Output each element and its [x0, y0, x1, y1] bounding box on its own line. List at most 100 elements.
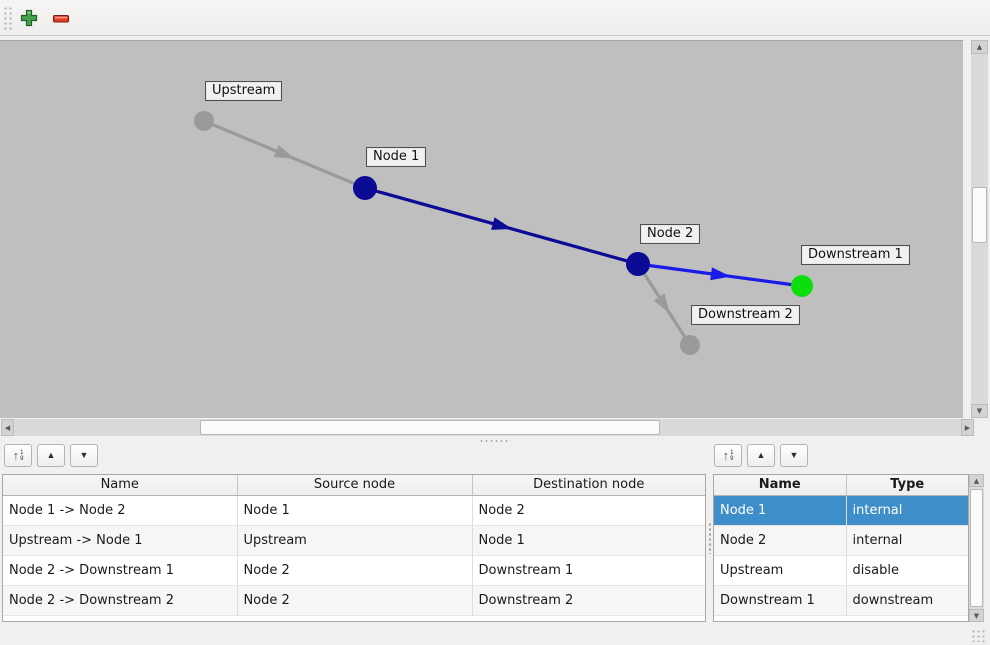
sort-digit-bottom: 9 — [730, 455, 734, 462]
main-toolbar — [0, 0, 990, 36]
table-cell: Downstream 2 — [472, 585, 705, 616]
arrow-down-icon: ▼ — [976, 407, 983, 415]
move-up-icon: ▲ — [46, 450, 56, 460]
toolbar-drag-handle[interactable] — [3, 6, 12, 31]
table-cell: Node 2 — [472, 495, 705, 526]
scroll-up-button[interactable]: ▲ — [971, 40, 988, 54]
sort-ascending-icon: ↑ — [722, 448, 730, 463]
edge-arrow-icon — [491, 217, 513, 230]
remove-button[interactable] — [47, 5, 75, 31]
edge-arrow-icon — [653, 293, 670, 314]
table-cell: Node 2 — [237, 555, 473, 586]
scrollbar-thumb[interactable] — [970, 489, 983, 607]
canvas-vertical-scrollbar[interactable]: ▲ ▼ — [971, 40, 988, 418]
nodes-move-down-button[interactable]: ▼ — [780, 444, 808, 467]
horizontal-splitter[interactable] — [0, 437, 990, 444]
nodes-sort-button[interactable]: ↑ 1 9 — [714, 444, 742, 467]
arrow-up-icon: ▲ — [976, 43, 983, 51]
edges-move-up-button[interactable]: ▲ — [37, 444, 65, 467]
graph-node[interactable] — [791, 275, 813, 297]
column-header[interactable]: Destination node — [472, 475, 705, 496]
table-cell: Node 1 — [237, 495, 473, 526]
add-button[interactable] — [15, 5, 43, 31]
node-label[interactable]: Upstream — [205, 81, 283, 101]
scroll-left-button[interactable]: ◀ — [1, 419, 14, 436]
vertical-splitter[interactable] — [706, 474, 713, 622]
move-down-icon: ▼ — [79, 450, 89, 460]
scroll-down-button[interactable]: ▼ — [969, 609, 984, 622]
move-up-icon: ▲ — [756, 450, 766, 460]
edges-sort-button[interactable]: ↑ 1 9 — [4, 444, 32, 467]
table-cell: Downstream 1 — [714, 585, 847, 616]
column-header[interactable]: Type — [846, 475, 968, 496]
canvas-horizontal-scrollbar[interactable]: ◀ ▶ — [1, 419, 974, 436]
edge-arrow-icon — [710, 267, 731, 281]
plus-icon — [20, 9, 38, 27]
table-cell: Node 2 — [237, 585, 473, 616]
arrow-down-icon: ▼ — [973, 611, 980, 620]
arrow-up-icon: ▲ — [973, 476, 980, 485]
table-cell: Node 2 — [714, 525, 847, 556]
sort-digits: 1 9 — [20, 450, 23, 462]
node-label[interactable]: Node 1 — [366, 147, 427, 167]
table-cell: internal — [846, 525, 968, 556]
nodes-move-up-button[interactable]: ▲ — [747, 444, 775, 467]
table-cell: Node 1 — [472, 525, 705, 556]
table-cell: Node 2 -> Downstream 2 — [3, 585, 238, 616]
arrow-left-icon: ◀ — [4, 423, 11, 432]
minus-icon — [52, 14, 70, 23]
node-label[interactable]: Downstream 2 — [691, 305, 800, 325]
scrollbar-thumb[interactable] — [200, 420, 660, 435]
nodes-table-scrollbar[interactable]: ▲ ▼ — [969, 474, 984, 622]
sort-digit-bottom: 9 — [20, 455, 24, 462]
column-header[interactable]: Source node — [237, 475, 473, 496]
graph-node[interactable] — [353, 176, 377, 200]
column-header[interactable]: Name — [3, 475, 238, 496]
table-cell: disable — [846, 555, 968, 586]
graph-node[interactable] — [194, 111, 214, 131]
column-header[interactable]: Name — [714, 475, 847, 496]
graph-node[interactable] — [680, 335, 700, 355]
sort-ascending-icon: ↑ — [12, 448, 20, 463]
table-cell: downstream — [846, 585, 968, 616]
scroll-up-button[interactable]: ▲ — [969, 474, 984, 487]
node-label[interactable]: Node 2 — [640, 224, 701, 244]
scroll-right-button[interactable]: ▶ — [961, 419, 974, 436]
table-cell: Upstream — [714, 555, 847, 586]
table-cell: Upstream — [237, 525, 473, 556]
table-cell: Upstream -> Node 1 — [3, 525, 238, 556]
graph-node[interactable] — [626, 252, 650, 276]
scroll-down-button[interactable]: ▼ — [971, 404, 988, 418]
splitter-grip-icon — [708, 522, 712, 554]
graph-svg — [194, 111, 813, 355]
table-cell: Downstream 1 — [472, 555, 705, 586]
splitter-grip-icon — [479, 439, 511, 443]
sort-digits: 1 9 — [730, 450, 733, 462]
edge-arrow-icon — [273, 145, 295, 159]
window-resize-grip[interactable] — [971, 629, 986, 642]
sort-digit-top: 1 — [20, 449, 24, 456]
move-down-icon: ▼ — [789, 450, 799, 460]
edges-move-down-button[interactable]: ▼ — [70, 444, 98, 467]
node-label[interactable]: Downstream 1 — [801, 245, 910, 265]
table-cell: Node 1 -> Node 2 — [3, 495, 238, 526]
arrow-right-icon: ▶ — [964, 423, 971, 432]
table-cell: Node 1 — [714, 495, 847, 526]
table-cell: internal — [846, 495, 968, 526]
scrollbar-thumb[interactable] — [972, 187, 987, 243]
